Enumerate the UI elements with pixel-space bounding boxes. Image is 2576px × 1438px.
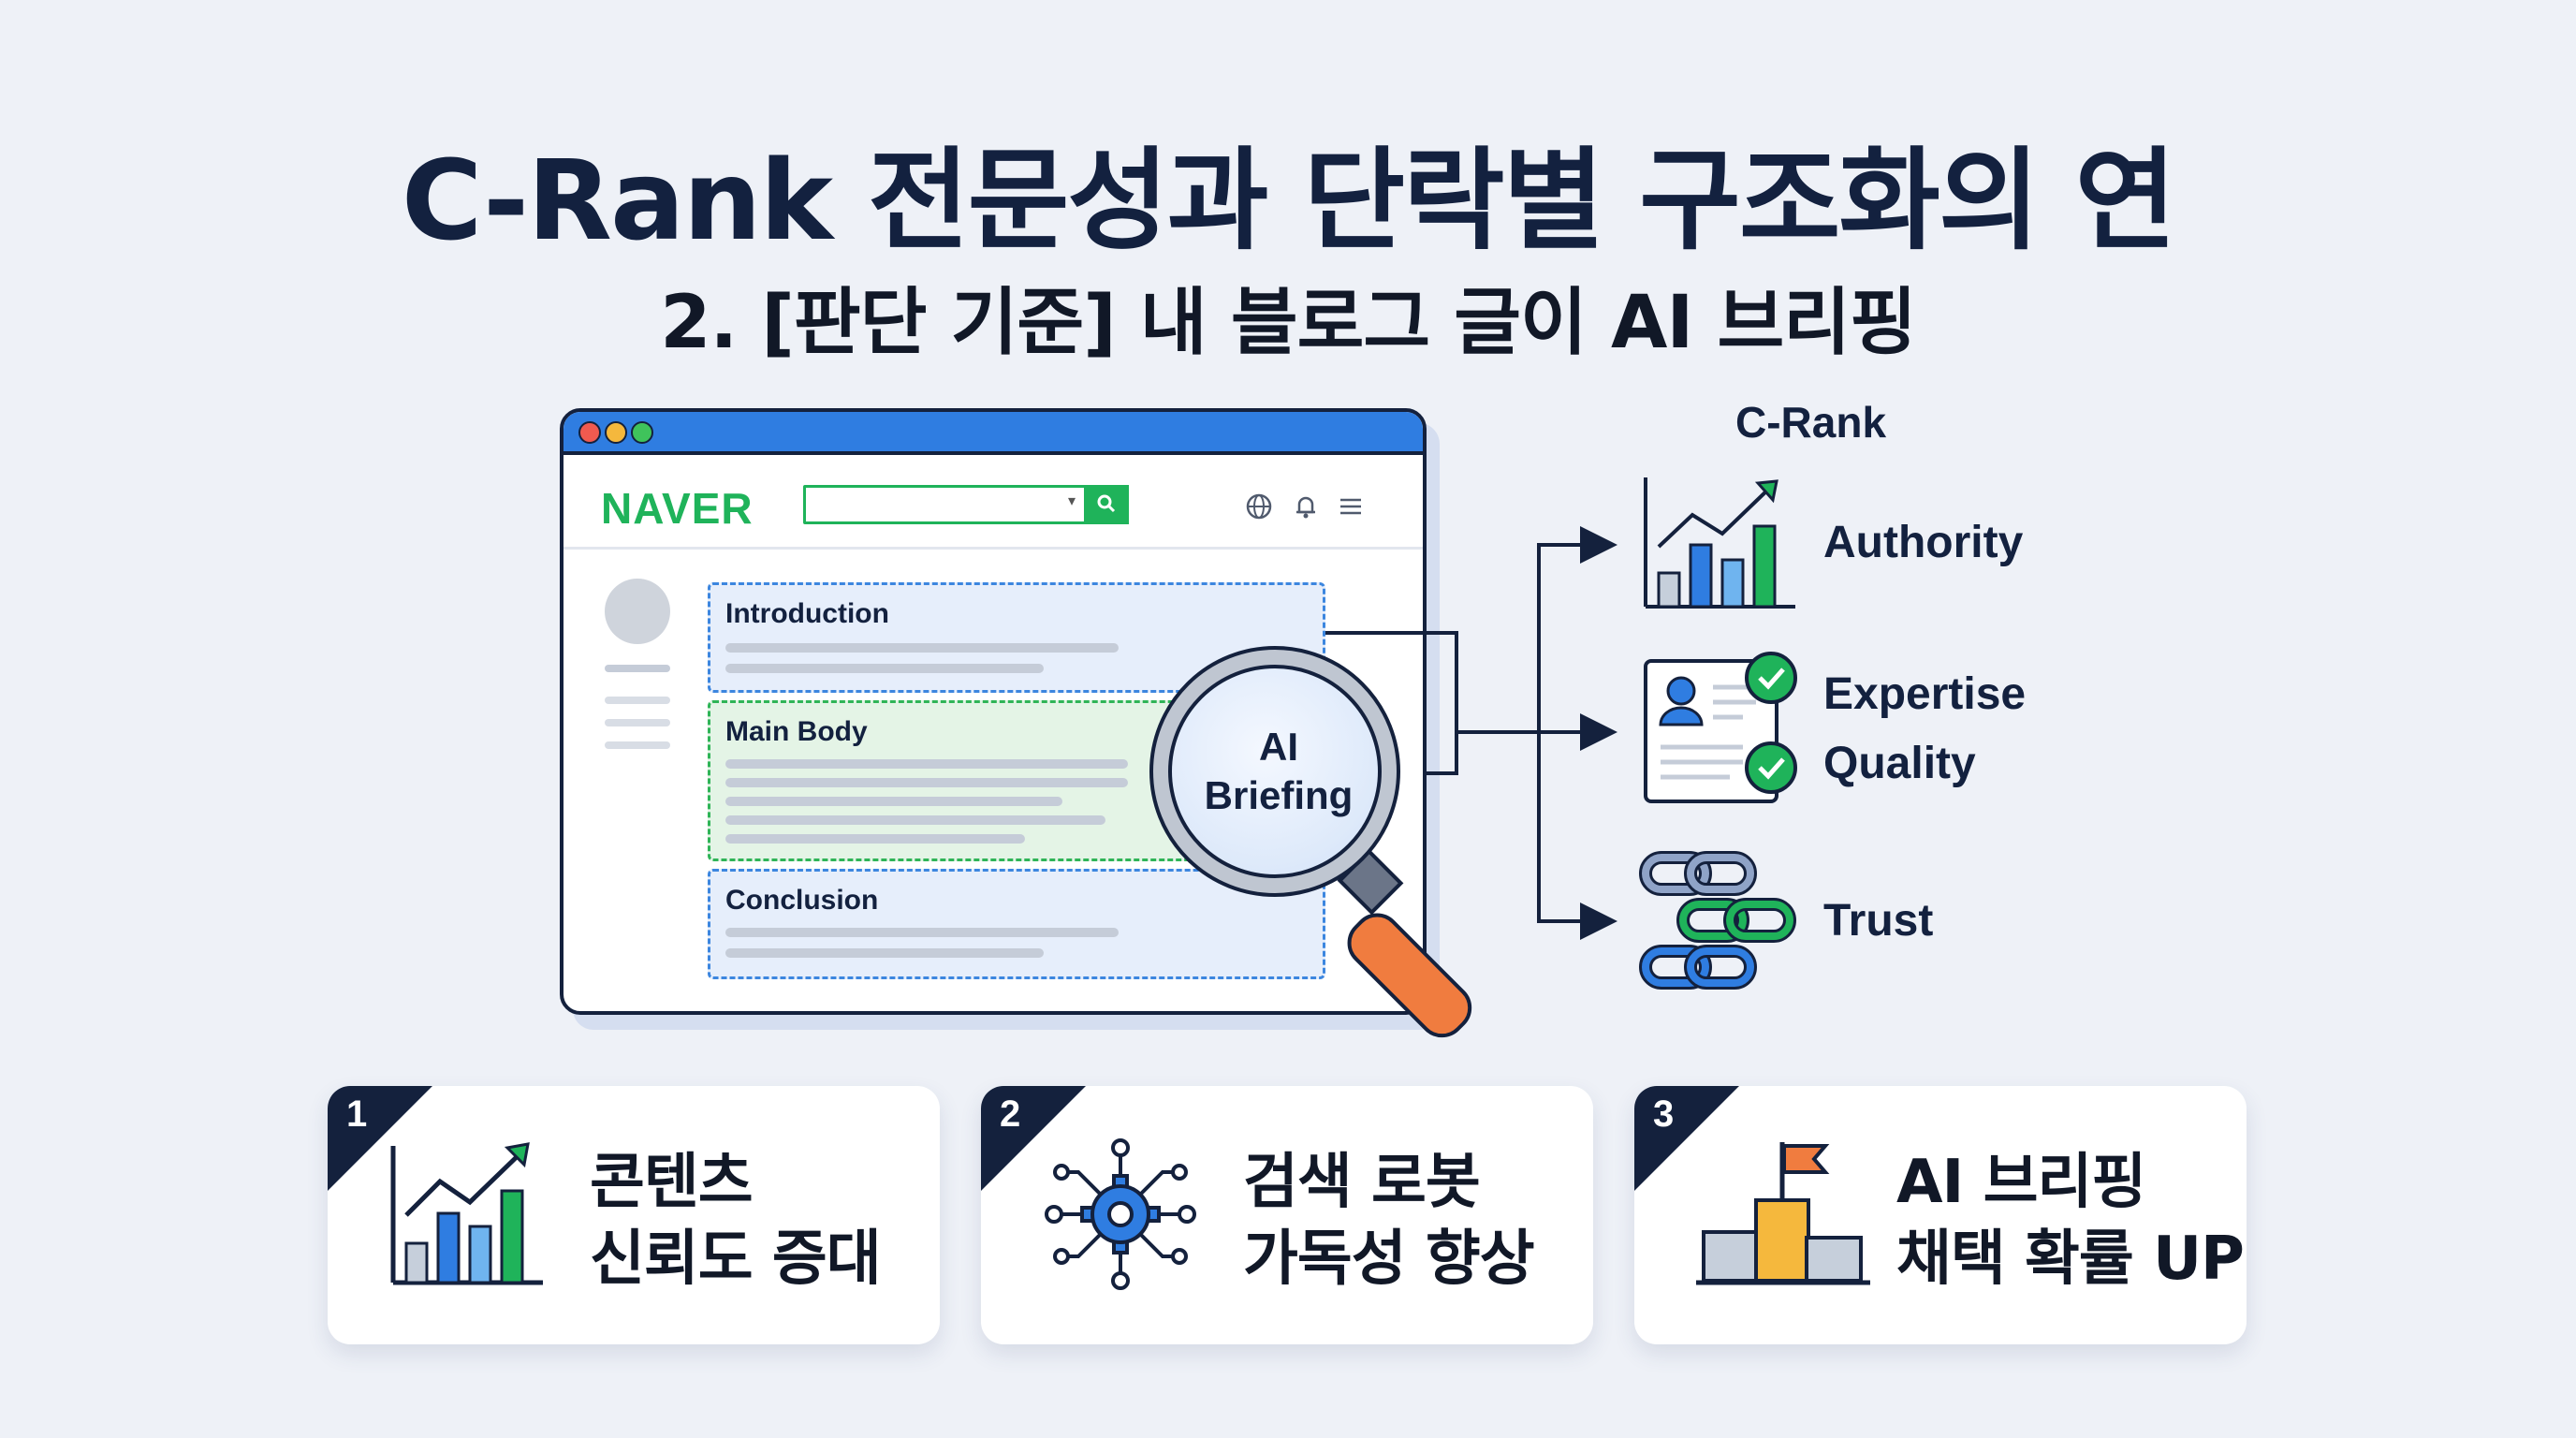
minimize-dot-icon bbox=[605, 421, 627, 444]
card-corner bbox=[1634, 1086, 1739, 1191]
authority-chart-icon bbox=[1644, 477, 1795, 609]
menu-icon[interactable] bbox=[1337, 492, 1365, 521]
section-label: Introduction bbox=[725, 598, 889, 629]
text-placeholder-line bbox=[725, 778, 1128, 787]
sidebar-placeholder-line bbox=[605, 719, 670, 726]
card-text: 콘텐츠 신뢰도 증대 bbox=[590, 1144, 882, 1298]
page-title: C-Rank 전문성과 단락별 구조화의 연 bbox=[401, 136, 2176, 265]
factor-trust: Trust bbox=[1823, 896, 1934, 946]
document-check-icon bbox=[1644, 652, 1797, 803]
card-line1: AI 브리핑 bbox=[1896, 1148, 2146, 1217]
text-placeholder-line bbox=[725, 759, 1128, 769]
text-placeholder-line bbox=[725, 928, 1119, 937]
card-line2: 가독성 향상 bbox=[1243, 1225, 1535, 1294]
section-label: Conclusion bbox=[725, 885, 879, 916]
ai-briefing-line2: Briefing bbox=[1204, 773, 1354, 817]
search-icon bbox=[1097, 494, 1116, 513]
avatar bbox=[605, 579, 670, 644]
section-label: Main Body bbox=[725, 716, 868, 747]
card-line1: 검색 로봇 bbox=[1243, 1148, 1481, 1217]
card-line2: 채택 확률 UP bbox=[1896, 1225, 2245, 1294]
podium-flag-icon bbox=[1696, 1142, 1870, 1285]
ai-briefing-label: AI Briefing bbox=[1172, 723, 1385, 820]
sidebar-placeholder-line bbox=[605, 697, 670, 704]
text-placeholder-line bbox=[725, 834, 1025, 844]
sidebar-placeholder-line bbox=[605, 741, 670, 749]
search-button[interactable] bbox=[1084, 485, 1129, 524]
benefit-card-1: 1 콘텐츠 신뢰도 증대 bbox=[328, 1086, 940, 1344]
card-number: 3 bbox=[1653, 1093, 1675, 1135]
factor-authority: Authority bbox=[1823, 518, 2024, 567]
card-number: 1 bbox=[346, 1093, 368, 1135]
dropdown-caret-icon: ▾ bbox=[1067, 492, 1076, 509]
text-placeholder-line bbox=[725, 643, 1119, 653]
text-placeholder-line bbox=[725, 815, 1105, 825]
ai-briefing-line1: AI bbox=[1259, 725, 1298, 769]
text-placeholder-line bbox=[725, 664, 1044, 673]
gear-network-icon bbox=[1045, 1138, 1196, 1290]
chain-link-icon bbox=[1639, 851, 1796, 990]
globe-icon[interactable] bbox=[1245, 492, 1273, 521]
magnifier-icon: AI Briefing bbox=[1149, 646, 1400, 897]
card-line2: 신뢰도 증대 bbox=[590, 1225, 882, 1294]
section-conclusion: Conclusion bbox=[708, 869, 1325, 979]
naver-logo: NAVER bbox=[601, 484, 754, 533]
page-subtitle: 2. [판단 기준] 내 블로그 글이 AI 브리핑 bbox=[660, 281, 1917, 365]
close-dot-icon bbox=[578, 421, 601, 444]
text-placeholder-line bbox=[725, 797, 1062, 806]
growth-chart-icon bbox=[390, 1142, 543, 1285]
magnifier-lens: AI Briefing bbox=[1168, 665, 1382, 878]
maximize-dot-icon bbox=[631, 421, 653, 444]
card-text: 검색 로봇 가독성 향상 bbox=[1243, 1144, 1535, 1298]
factor-expertise: Expertise bbox=[1823, 669, 2027, 719]
sidebar-placeholder-line bbox=[605, 665, 670, 672]
text-placeholder-line bbox=[725, 948, 1044, 958]
card-corner bbox=[328, 1086, 432, 1191]
card-number: 2 bbox=[1000, 1093, 1021, 1135]
benefit-card-3: 3 AI 브리핑 채택 확률 UP bbox=[1634, 1086, 2247, 1344]
crank-heading: C-Rank bbox=[1735, 398, 1887, 447]
browser-title-bar bbox=[564, 412, 1423, 455]
card-text: AI 브리핑 채택 확률 UP bbox=[1896, 1144, 2245, 1298]
naver-header: NAVER ▾ bbox=[564, 455, 1423, 550]
factor-quality: Quality bbox=[1823, 739, 1976, 788]
bell-icon[interactable] bbox=[1292, 492, 1320, 521]
card-line1: 콘텐츠 bbox=[590, 1148, 754, 1217]
benefit-card-2: 2 검색 로봇 가독성 향상 bbox=[981, 1086, 1593, 1344]
